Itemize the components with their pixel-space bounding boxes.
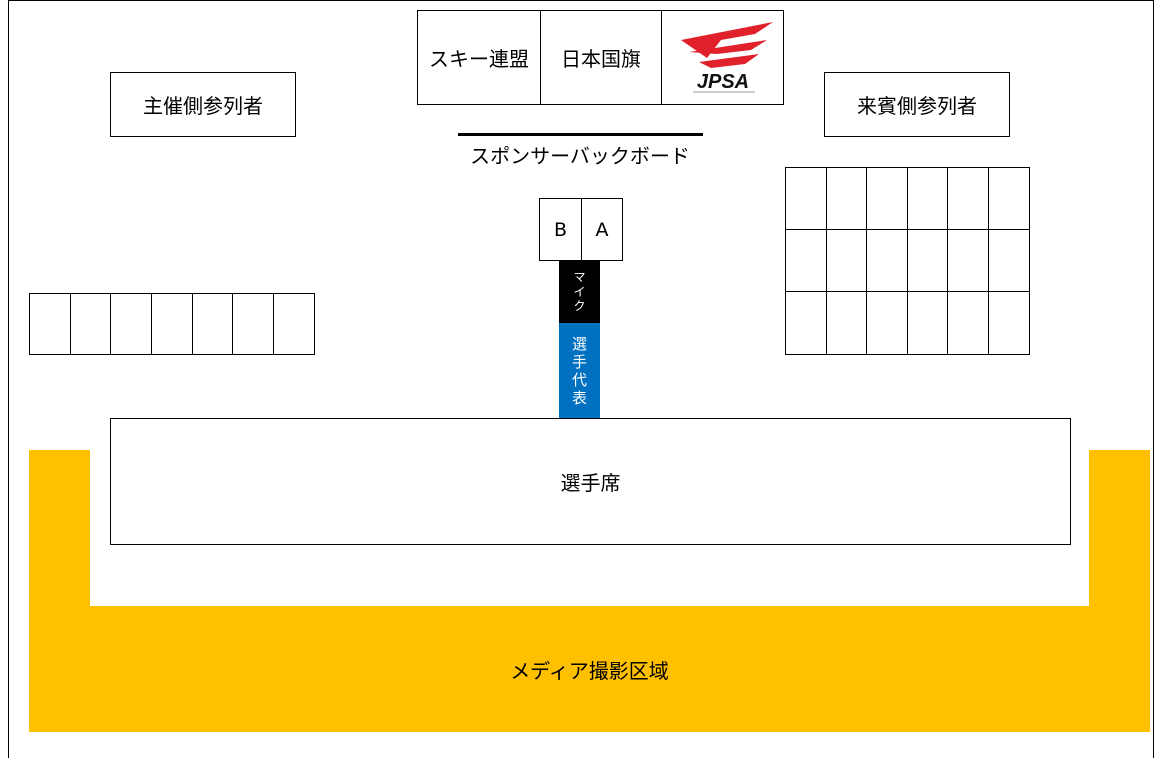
rep-char: 表 xyxy=(571,389,587,407)
seat-cell xyxy=(191,293,234,355)
ski-federation-board: スキー連盟 xyxy=(417,10,541,105)
media-area-label: メディア撮影区域 xyxy=(510,658,669,683)
backboard-line xyxy=(458,133,703,136)
media-area: メディア撮影区域 xyxy=(29,606,1150,732)
backboard-label: スポンサーバックボード xyxy=(470,144,690,168)
seat-cell xyxy=(825,167,868,231)
seat-cell xyxy=(947,167,990,231)
guest-side-label: 来賓側参列者 xyxy=(824,72,1010,137)
mic-char: イ xyxy=(573,284,586,299)
seat-cell xyxy=(866,291,909,355)
seat-cell xyxy=(866,167,909,231)
seat-cell xyxy=(947,229,990,293)
seat-cell xyxy=(947,291,990,355)
mic-char: マ xyxy=(573,270,586,285)
rep-char: 手 xyxy=(571,353,587,371)
seat-cell xyxy=(906,167,949,231)
national-flag-board: 日本国旗 xyxy=(540,10,662,105)
jpsa-logo-board: JPSA xyxy=(661,10,784,105)
seat-cell xyxy=(785,229,828,293)
seat-cell xyxy=(987,291,1030,355)
media-area-left xyxy=(29,450,90,610)
seat-cell xyxy=(272,293,315,355)
jpsa-logo-icon: JPSA xyxy=(680,21,773,93)
media-area-right xyxy=(1089,450,1150,610)
rep-char: 代 xyxy=(571,371,587,389)
seat-cell xyxy=(906,291,949,355)
seat-cell xyxy=(29,293,72,355)
athlete-representative: 選 手 代 表 xyxy=(559,323,600,419)
host-side-label: 主催側参列者 xyxy=(110,72,296,137)
seat-a: A xyxy=(581,198,623,261)
microphone: マ イ ク xyxy=(559,261,600,323)
athlete-seats: 選手席 xyxy=(110,418,1071,545)
rep-char: 選 xyxy=(571,335,587,353)
jpsa-logo-text: JPSA xyxy=(696,71,748,93)
seat-cell xyxy=(785,291,828,355)
seat-cell xyxy=(906,229,949,293)
guest-seating-grid xyxy=(785,167,1030,355)
host-seating-grid xyxy=(29,293,315,355)
seat-cell xyxy=(825,229,868,293)
seat-cell xyxy=(69,293,112,355)
seat-cell xyxy=(825,291,868,355)
seat-cell xyxy=(987,229,1030,293)
seat-cell xyxy=(987,167,1030,231)
seat-b: B xyxy=(539,198,582,261)
mic-char: ク xyxy=(573,299,586,314)
seat-cell xyxy=(232,293,275,355)
diagram-frame xyxy=(8,0,1154,758)
seat-cell xyxy=(785,167,828,231)
seat-cell xyxy=(866,229,909,293)
seat-cell xyxy=(150,293,194,355)
seat-cell xyxy=(110,293,153,355)
